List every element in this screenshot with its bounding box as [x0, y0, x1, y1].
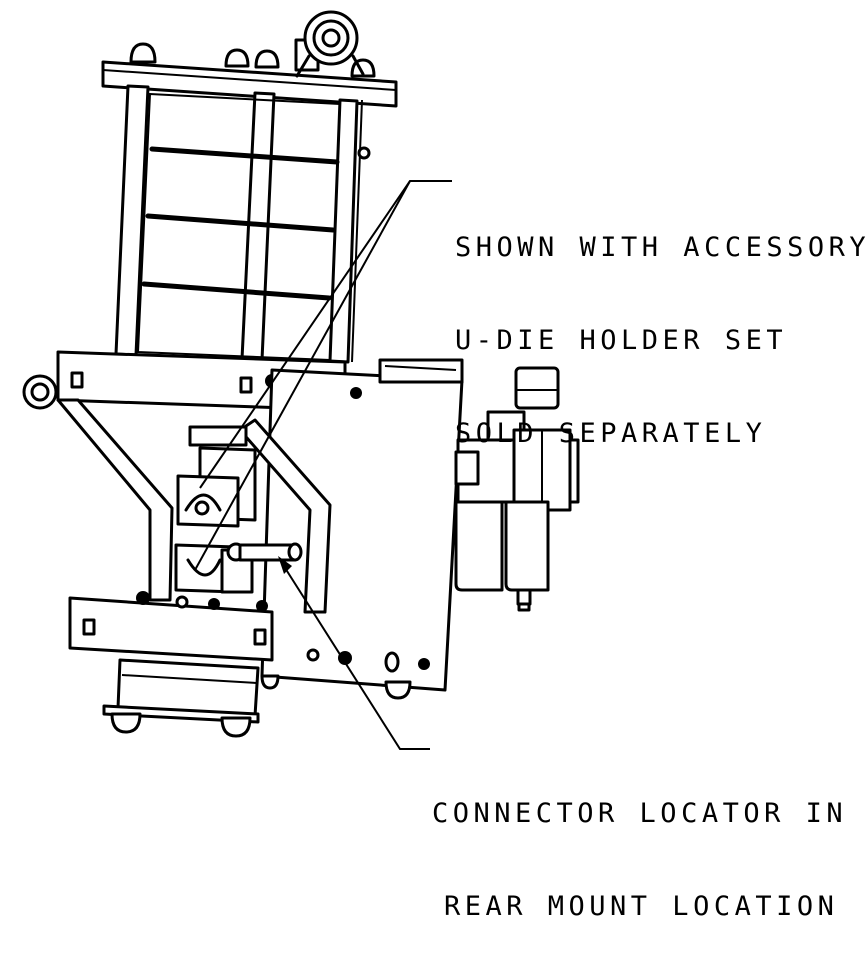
cylinder-body	[136, 92, 371, 362]
leader-accessory	[194, 180, 452, 571]
callout-accessory-line-1: SHOWN WITH ACCESSORY	[455, 232, 866, 263]
lower-die-holder	[174, 542, 254, 594]
connector-locator	[238, 542, 303, 562]
callout-accessory-text: SHOWN WITH ACCESSORY U-DIE HOLDER SET SO…	[455, 170, 866, 480]
base-plate	[68, 591, 430, 673]
callout-locator-line-2: REAR MOUNT LOCATION	[444, 891, 839, 922]
top-bolts	[129, 38, 376, 78]
filter-regulator-unit	[454, 366, 580, 612]
callout-accessory-line-3: SOLD SEPARATELY	[455, 418, 767, 449]
top-knob-assembly	[295, 10, 365, 78]
upper-die-holder	[176, 425, 257, 528]
leader-locator	[278, 556, 430, 750]
callout-accessory-line-2: U-DIE HOLDER SET	[455, 325, 788, 356]
callout-locator-text: CONNECTOR LOCATOR IN REAR MOUNT LOCATION	[432, 736, 847, 953]
main-body-plate	[260, 358, 464, 692]
press-assembly-drawing	[22, 10, 580, 750]
bottom-mount	[102, 658, 412, 738]
